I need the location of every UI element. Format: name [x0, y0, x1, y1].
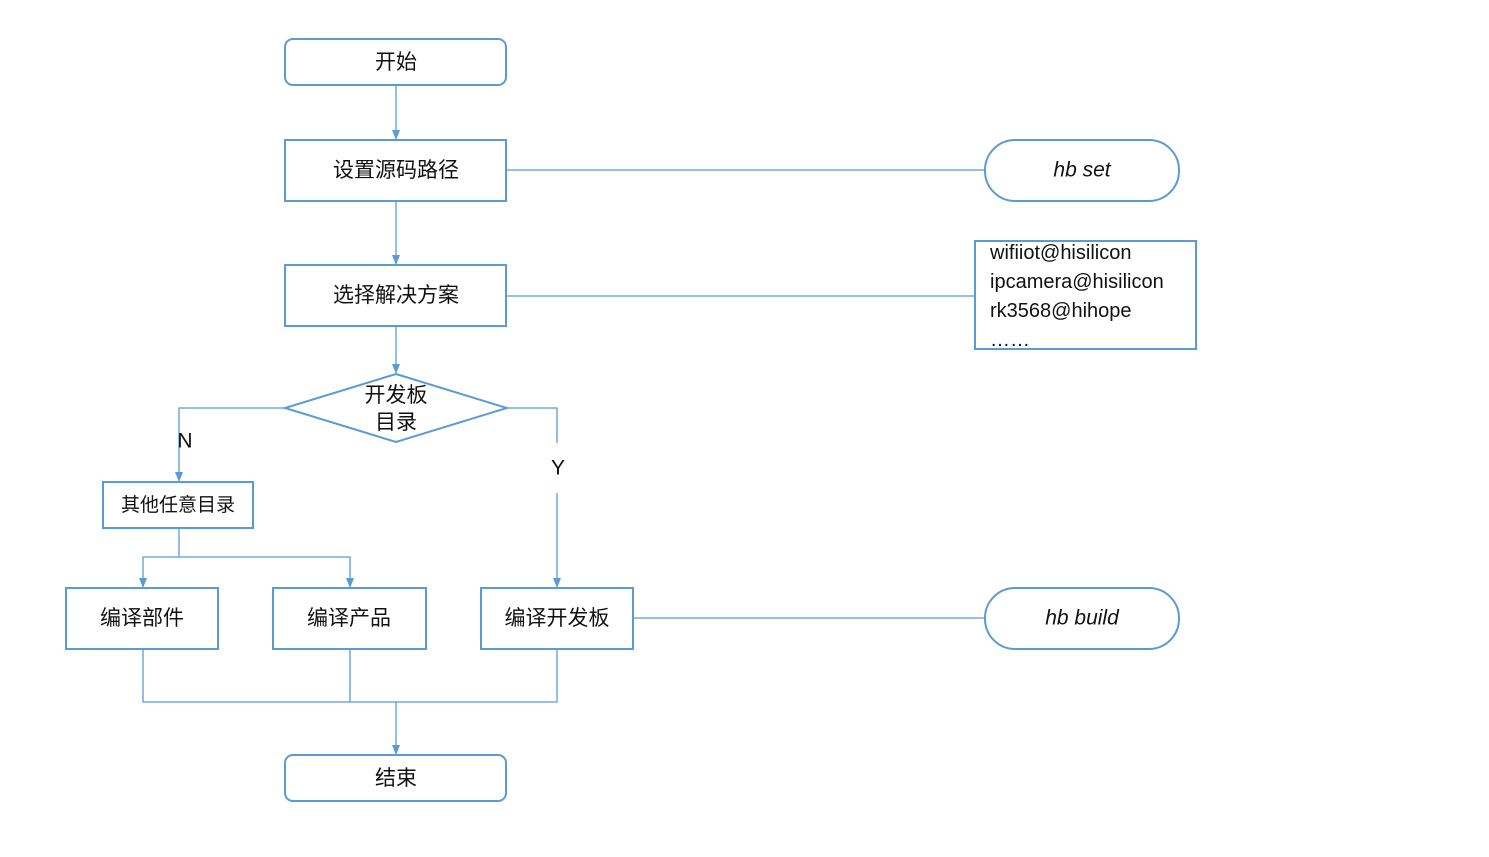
node-other-directory-label: 其他任意目录 [121, 494, 235, 516]
node-set-source-path: 设置源码路径 [284, 139, 507, 202]
branch-label-no: N [177, 430, 192, 453]
node-build-board: 编译开发板 [480, 587, 634, 650]
node-build-component-label: 编译部件 [100, 606, 184, 630]
node-build-component: 编译部件 [65, 587, 219, 650]
node-decision-label-line1: 开发板 [365, 383, 428, 407]
node-build-product-label: 编译产品 [307, 606, 391, 630]
branch-label-yes: Y [551, 457, 565, 480]
solution-option: rk3568@hihope [990, 300, 1132, 322]
solution-option: …… [990, 329, 1030, 351]
connector-other-dir-to-product [179, 556, 354, 588]
node-decision-label-line2: 目录 [375, 410, 417, 434]
command-hb-build-label: hb build [1045, 607, 1120, 630]
solution-option: wifiiot@hisilicon [989, 242, 1131, 264]
solution-options-box: wifiiot@hisilicon ipcamera@hisilicon rk3… [974, 240, 1197, 351]
connector-decision-no-branch [175, 407, 285, 482]
command-hb-set-label: hb set [1053, 159, 1111, 182]
connector-builds-merge [142, 649, 558, 703]
node-select-solution-label: 选择解决方案 [333, 283, 459, 307]
node-decision-board-dir: 开发板 目录 [281, 372, 511, 444]
command-hb-set: hb set [984, 139, 1180, 202]
connector-other-dir-split [139, 528, 180, 588]
connectors [139, 85, 985, 755]
command-hb-build: hb build [984, 587, 1180, 650]
connector-decision-yes-branch-upper [507, 407, 558, 443]
node-set-source-path-label: 设置源码路径 [333, 158, 459, 182]
solution-option: ipcamera@hisilicon [990, 271, 1164, 293]
node-build-board-label: 编译开发板 [505, 606, 610, 630]
node-start: 开始 [284, 38, 507, 86]
node-end-label: 结束 [375, 766, 417, 790]
node-build-product: 编译产品 [272, 587, 427, 650]
node-other-directory: 其他任意目录 [102, 481, 254, 529]
node-select-solution: 选择解决方案 [284, 264, 507, 327]
node-end: 结束 [284, 754, 507, 802]
node-start-label: 开始 [375, 50, 417, 74]
